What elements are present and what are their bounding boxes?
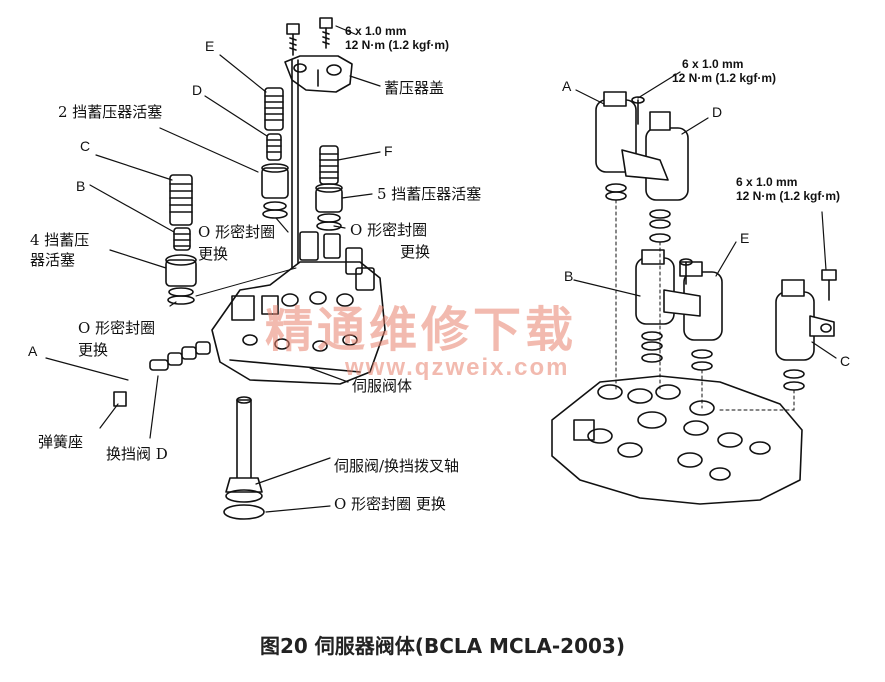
label-right-a: A: [562, 78, 572, 94]
right-leader-lines: [573, 71, 837, 359]
label-right-c: C: [840, 353, 851, 369]
label-replace-1: 更换: [198, 245, 229, 263]
solenoid-a: [595, 91, 637, 201]
label-shift-valve-d: 换挡阀 D: [106, 445, 168, 463]
label-left-a: A: [28, 343, 38, 359]
right-bolt-3: [821, 269, 837, 301]
label-right-b: B: [564, 268, 574, 284]
shift-fork-shaft: [223, 396, 265, 520]
label-servo-body: 伺服阀体: [352, 377, 413, 395]
servo-valve-body: [211, 231, 386, 385]
accumulator-cover: [284, 55, 353, 93]
top-bolt-right: [319, 17, 333, 49]
right-bolt-spec-size-2: 6 x 1.0 mm: [736, 175, 798, 189]
right-valve-body: [551, 375, 803, 505]
left-bolt-spec-torque: 12 N·m (1.2 kgf·m): [345, 38, 450, 52]
o-ring-5: [316, 221, 342, 231]
spring-f: [319, 145, 339, 185]
right-bolt-spec-torque-1: 12 N·m (1.2 kgf·m): [672, 71, 777, 85]
figure-caption: 图20 伺服器阀体(BCLA MCLA-2003): [260, 634, 625, 658]
label-replace-2: 更换: [400, 243, 431, 261]
label-o-ring-2: O 形密封圈: [350, 221, 428, 239]
top-bolt-left: [286, 23, 300, 56]
right-bolt-spec-torque-2: 12 N·m (1.2 kgf·m): [736, 189, 841, 203]
solenoid-c: [775, 279, 835, 391]
o-ring-4: [167, 295, 195, 305]
spring-d: [266, 133, 282, 161]
right-bolt-2: [679, 258, 693, 285]
label-shift-fork-shaft: 伺服阀/换挡拨叉轴: [334, 457, 460, 475]
label-left-d: D: [192, 82, 203, 98]
o-ring-2: [262, 209, 288, 219]
label-right-d: D: [712, 104, 723, 120]
right-bolt-1: [631, 96, 645, 125]
accumulator-piston-5: [315, 183, 343, 223]
label-o-ring-bottom: O 形密封圈 更换: [334, 495, 446, 513]
label-piston-2: 2 挡蓄压器活塞: [58, 103, 163, 121]
shift-valve-d: [149, 341, 211, 371]
left-bolt-spec-size: 6 x 1.0 mm: [345, 24, 407, 38]
solenoid-d: [621, 111, 689, 243]
left-leader-lines: [45, 25, 381, 513]
label-left-b: B: [76, 178, 86, 194]
spring-e: [264, 87, 284, 131]
label-o-ring-3: O 形密封圈: [78, 319, 156, 337]
right-bolt-spec-size-1: 6 x 1.0 mm: [682, 57, 744, 71]
accumulator-piston-2: [261, 163, 289, 211]
watermark-text: 精通维修下载: [265, 302, 578, 358]
label-right-e: E: [740, 230, 750, 246]
label-piston-4-line2: 器活塞: [30, 251, 76, 269]
label-left-f: F: [384, 143, 393, 159]
spring-b: [173, 227, 191, 251]
spring-c: [169, 174, 193, 226]
label-piston-4-line1: 4 挡蓄压: [30, 231, 90, 249]
watermark-url: www.qzweix.com: [345, 354, 570, 381]
label-spring-seat: 弹簧座: [38, 433, 84, 451]
spring-seat: [113, 391, 127, 407]
label-replace-3: 更换: [78, 341, 109, 359]
label-accumulator-cover: 蓄压器盖: [384, 79, 445, 97]
right-alignment-lines: [615, 199, 795, 411]
solenoid-b: [635, 249, 675, 363]
accumulator-piston-4: [165, 254, 197, 297]
label-left-e: E: [205, 38, 215, 54]
label-left-c: C: [80, 138, 91, 154]
label-o-ring-1: O 形密封圈: [198, 223, 276, 241]
label-piston-5: 5 挡蓄压器活塞: [377, 185, 482, 203]
